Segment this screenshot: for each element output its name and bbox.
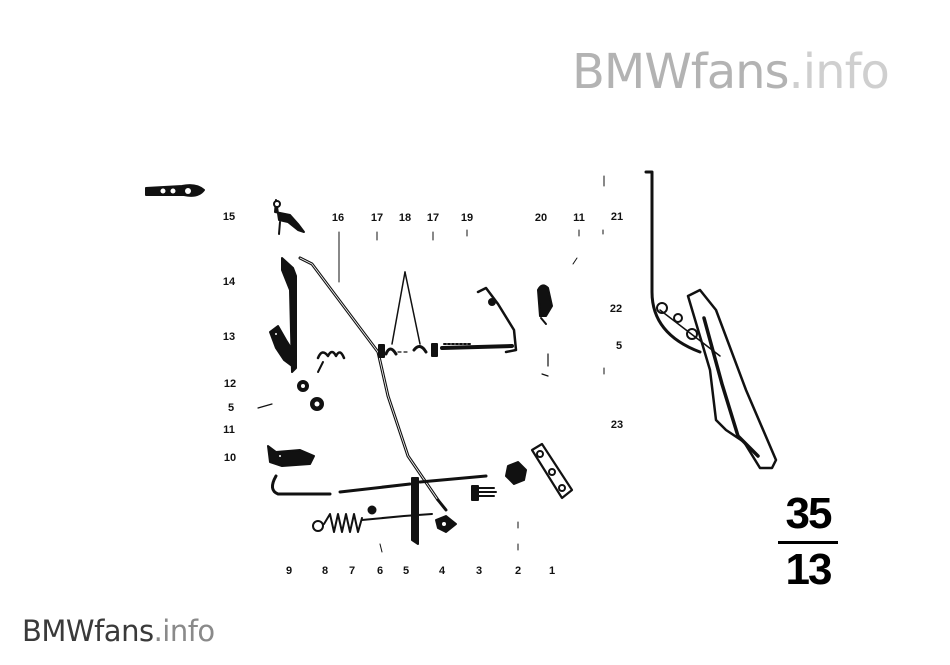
washer-5-icon [310,397,324,411]
callout-12: 12 [223,378,237,390]
callout-17: 17 [370,212,384,224]
callout-9: 9 [285,565,293,577]
callout-6: 6 [376,565,384,577]
bracket-10-icon [267,445,315,467]
shaft-19-icon [440,286,518,354]
callout-15: 15 [222,211,236,223]
nut-2-icon [505,461,527,485]
callout-11: 11 [573,212,585,224]
plate-1-icon [530,442,574,500]
callout-2: 2 [514,565,522,577]
callout-5: 5 [402,565,410,577]
callout-16: 16 [331,212,345,224]
clip-13-icon [269,325,297,367]
callout-14: 14 [222,276,236,288]
spring-8-icon [312,505,433,533]
watermark-bottom: BMWfans.info [22,614,215,648]
callout-20: 20 [534,212,548,224]
cross-shaft-icon [271,474,488,496]
callout-13: 13 [222,331,236,343]
lever-14-icon [281,257,297,373]
watermark-bottom-brand: BMWfans [22,614,154,648]
throttle-rod-21-icon [644,170,702,354]
group-number-divider [778,541,838,544]
spring-small-icon [316,350,346,373]
leader-lines [338,175,605,553]
callout-3: 3 [475,565,483,577]
bolt-3-icon [471,485,497,501]
callout-5: 5 [615,340,623,352]
callout-23: 23 [610,419,624,431]
bracket-4-icon [411,477,457,545]
watermark-top-tld: .info [788,44,890,100]
callout-1: 1 [548,565,556,577]
bracket-15-icon [273,199,305,235]
cap-20-icon [537,284,553,325]
callout-21: 21 [610,211,624,223]
group-number-top: 35 [785,489,833,538]
callout-17: 17 [426,212,440,224]
key-part-icon [145,184,205,197]
rod-16-icon [298,256,448,512]
callout-22: 22 [609,303,623,315]
callout-18: 18 [398,212,412,224]
washer-12-icon [297,380,309,392]
watermark-bottom-tld: .info [153,614,216,648]
callout-19: 19 [460,212,474,224]
callout-7: 7 [348,565,356,577]
watermark-top-brand: BMWfans [572,44,790,100]
leader-20 [541,353,549,377]
callout-4: 4 [438,565,446,577]
pedal-23-icon [656,288,778,470]
callout-10: 10 [223,452,237,464]
group-number-bottom: 13 [785,545,833,594]
leader-5-left [257,403,273,409]
linkage-18-icon [378,271,438,358]
callout-8: 8 [321,565,329,577]
callout-11: 11 [223,424,235,436]
watermark-top: BMWfans.info [572,44,890,100]
callout-5: 5 [227,402,235,414]
